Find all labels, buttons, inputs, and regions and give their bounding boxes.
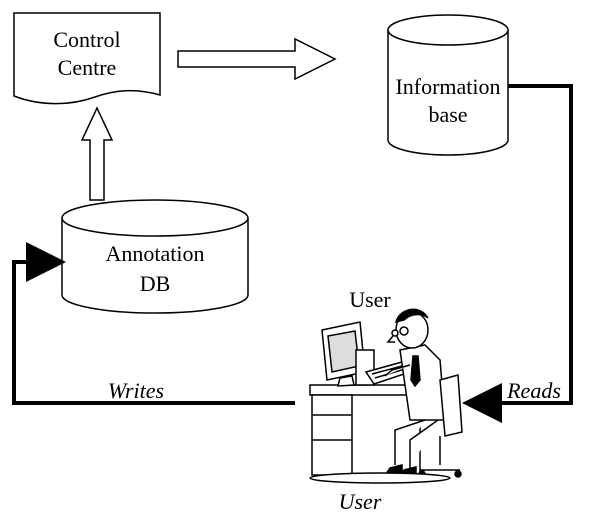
control-centre-label-line1: Control [53, 27, 121, 52]
hollow-arrow-up [80, 106, 114, 201]
control-centre-label-line2: Centre [57, 55, 117, 80]
information-base-label-line1: Information [395, 74, 501, 99]
writes-label: Writes [107, 378, 165, 403]
reads-label: Reads [507, 378, 561, 403]
writes-connector [12, 242, 295, 405]
information-base-label-line2: base [428, 102, 468, 127]
hollow-arrow-right [177, 37, 337, 81]
annotation-db-label-line1: Annotation [105, 241, 205, 266]
person-at-computer-icon [309, 308, 463, 484]
control-centre-document-shape [13, 12, 161, 105]
annotation-db-label-line2: DB [139, 271, 171, 296]
user-bottom-label: User [338, 489, 382, 514]
annotation-db-cylinder [61, 199, 249, 314]
reads-connector [462, 84, 573, 423]
information-base-cylinder [387, 14, 509, 156]
user-top-label: User [349, 287, 391, 312]
